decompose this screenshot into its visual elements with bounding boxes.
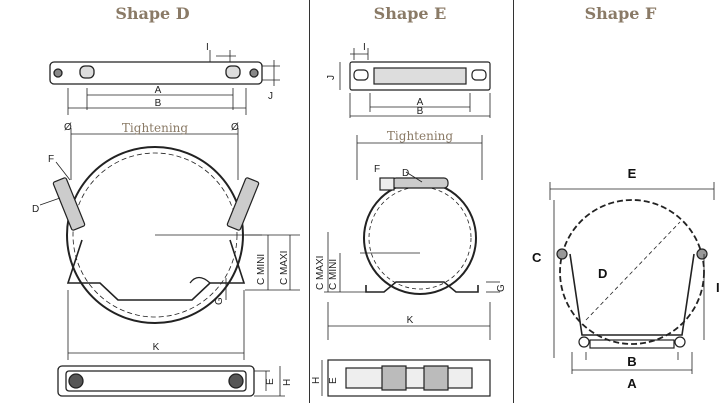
shape-f-label-a: A	[627, 376, 637, 391]
shape-f-label-c: C	[532, 250, 542, 265]
shape-d-top-bar	[49, 61, 263, 85]
shape-d-label-a: A	[155, 85, 162, 96]
shape-e-label-d: D	[402, 168, 409, 179]
shape-d-title: Shape D	[115, 4, 190, 23]
shape-d-label-f: F	[48, 154, 54, 165]
shape-e-bottom-bar	[327, 359, 491, 397]
shape-e-label-h: H	[311, 377, 322, 384]
shape-e-title: Shape E	[373, 4, 447, 23]
shape-d-label-h: H	[282, 379, 293, 386]
shape-d-label-i: I	[206, 42, 209, 53]
shape-d-tightening: Tightening	[122, 121, 188, 135]
shape-f-drawing: E C D I B A	[532, 166, 720, 391]
shape-e-panel: Shape E	[310, 0, 510, 403]
shape-d-label-d: D	[32, 204, 39, 215]
shape-f-label-d: D	[598, 266, 607, 281]
shape-e-top-bar	[349, 61, 491, 91]
divider-d-e	[309, 0, 310, 403]
shape-d-drawing: A B I J Ø Ø Tightening F D C MINI C MAXI…	[32, 42, 300, 397]
shape-d-label-j: J	[268, 91, 273, 102]
shape-f-panel: Shape F	[514, 0, 727, 403]
shape-e-drawing: I J A B Tightening F D C MAXI C MINI G K…	[311, 42, 507, 397]
divider-e-f	[513, 0, 514, 403]
shape-d-panel: Shape D	[0, 0, 305, 403]
shape-d-label-c-mini: C MINI	[256, 254, 267, 285]
shape-f-label-i: I	[716, 280, 720, 295]
shape-e-ring	[363, 181, 477, 295]
shape-f-title: Shape F	[584, 4, 657, 23]
shape-d-label-g: G	[214, 297, 225, 305]
shape-d-label-b: B	[155, 98, 162, 109]
shape-e-label-k: K	[407, 315, 414, 326]
shape-e-label-f: F	[374, 164, 380, 175]
shape-e-label-c-maxi: C MAXI	[315, 256, 326, 290]
shape-e-label-c-mini: C MINI	[328, 259, 339, 290]
shape-f-label-e: E	[628, 166, 637, 181]
shape-e-label-i: I	[363, 42, 366, 53]
shape-d-label-phi-left: Ø	[64, 122, 72, 133]
shape-d-label-k: K	[153, 342, 160, 353]
shape-e-label-e: E	[328, 377, 339, 384]
shape-f-label-b: B	[627, 354, 636, 369]
shape-d-label-c-maxi: C MAXI	[279, 251, 290, 285]
shape-e-label-g: G	[496, 284, 507, 292]
shape-d-label-e: E	[265, 378, 276, 385]
shape-e-label-b: B	[417, 106, 424, 117]
shape-e-label-j: J	[326, 75, 337, 80]
shape-d-label-phi-right: Ø	[231, 122, 239, 133]
shape-d-bottom-bar	[57, 365, 255, 397]
shape-e-tightening: Tightening	[387, 129, 453, 143]
shape-e-label-a: A	[417, 97, 424, 108]
